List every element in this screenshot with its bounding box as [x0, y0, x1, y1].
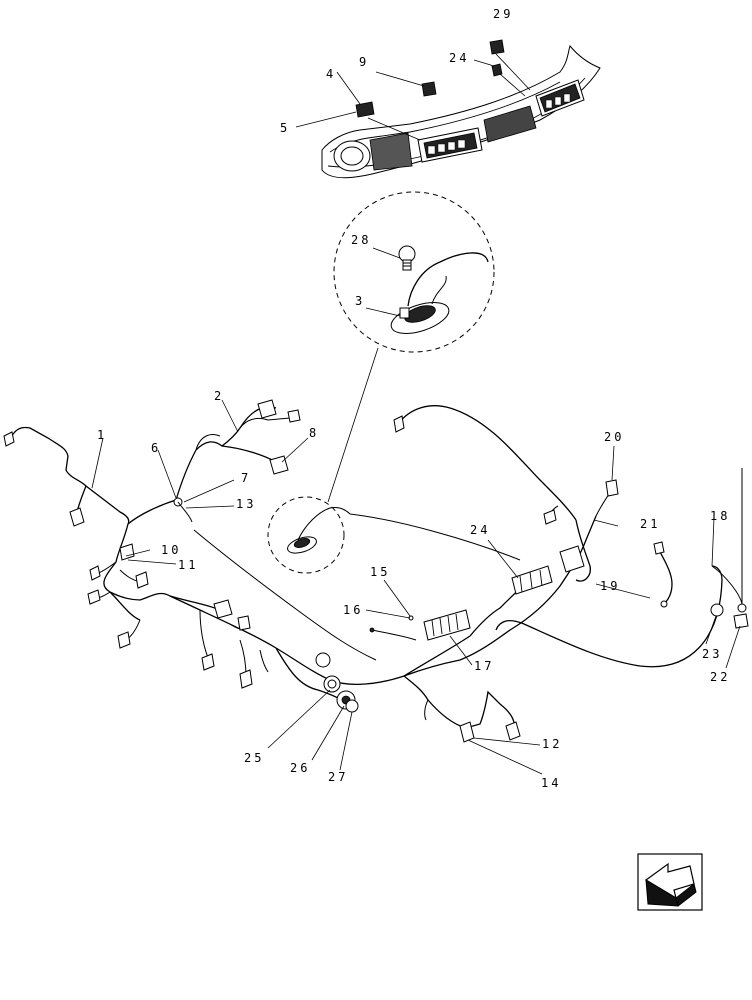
grommet-27-part: [345, 699, 359, 713]
callout-24-console: 24: [449, 51, 469, 65]
callout-4: 4: [326, 67, 336, 81]
callout-15: 15: [370, 565, 390, 579]
callout-23: 23: [702, 647, 722, 661]
callout-25: 25: [244, 751, 264, 765]
callout-12: 12: [542, 737, 562, 751]
callout-13: 13: [236, 497, 256, 511]
cable-19-part: [653, 541, 665, 555]
callout-14: 14: [541, 776, 561, 790]
callout-labels: 29 24 9 4 5 28 3 2 1 8 6 7 13 10 11 20 1…: [97, 7, 730, 790]
switch-panel-left: [417, 127, 483, 163]
callout-10: 10: [161, 543, 181, 557]
speaker-grille: [369, 132, 413, 171]
callout-6: 6: [151, 441, 161, 455]
callout-22: 22: [710, 670, 730, 684]
nut-23-part: [710, 603, 724, 617]
center-display: [483, 105, 537, 143]
connector-10-part: [119, 543, 135, 561]
callout-21: 21: [640, 517, 660, 531]
main-wiring-harness: [3, 399, 749, 775]
switch-20-part: [605, 479, 619, 497]
callout-1: 1: [97, 428, 107, 442]
overhead-console: [295, 39, 601, 179]
switch-4-part: [355, 101, 375, 118]
callout-9: 9: [359, 55, 369, 69]
fuse-block-17-part: [423, 609, 471, 641]
callout-7: 7: [241, 471, 251, 485]
lamp-detail-view: [267, 191, 495, 574]
connector-14-part: [505, 721, 521, 741]
switch-29-part: [489, 39, 505, 55]
switch-9-part: [421, 81, 437, 97]
callout-11: 11: [178, 558, 198, 572]
left-end-connector: [3, 431, 15, 447]
callout-5: 5: [280, 121, 290, 135]
antenna-mount-22-part: [733, 613, 749, 629]
callout-28: 28: [351, 233, 371, 247]
antenna-base-part: [737, 603, 747, 613]
callout-20: 20: [604, 430, 624, 444]
callout-17: 17: [474, 659, 494, 673]
callout-27: 27: [328, 770, 348, 784]
callout-18: 18: [710, 509, 730, 523]
lamp-base-part: [390, 302, 450, 334]
connector-12-part: [459, 721, 475, 743]
callout-16: 16: [343, 603, 363, 617]
callout-24-harness: 24: [470, 523, 490, 537]
callout-3: 3: [355, 294, 365, 308]
callout-19: 19: [600, 579, 620, 593]
clip-24-part: [491, 63, 503, 77]
relay-block-24-part: [511, 565, 553, 595]
callout-29: 29: [493, 7, 513, 21]
switch-panel-right: [535, 79, 585, 117]
bulb-part: [398, 245, 416, 271]
callout-8: 8: [309, 426, 319, 440]
screw-16-part: [369, 627, 375, 633]
callout-26: 26: [290, 761, 310, 775]
callout-2: 2: [214, 389, 224, 403]
back-arrow-icon[interactable]: [637, 853, 703, 911]
